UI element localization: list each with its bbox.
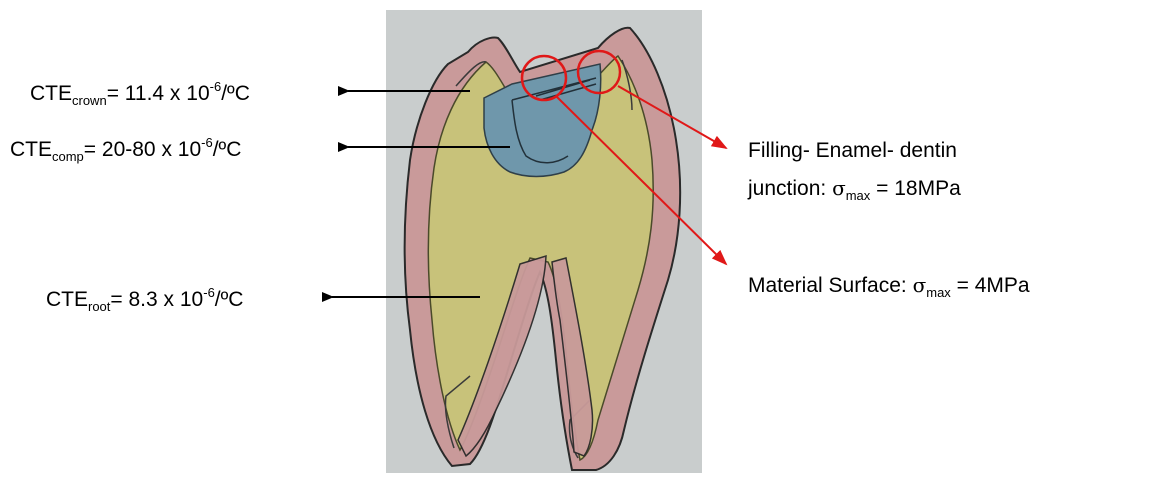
cte-root-label: CTEroot= 8.3 x 10-6/ºC — [46, 286, 243, 313]
surface-annotation: Material Surface: σmax = 4MPa — [748, 275, 1030, 299]
cte-crown-label: CTEcrown= 11.4 x 10-6/ºC — [30, 80, 250, 107]
junction-annotation-line1: Filling- Enamel- dentin — [748, 140, 957, 161]
cte-comp-label: CTEcomp= 20-80 x 10-6/ºC — [10, 136, 241, 163]
junction-annotation-line2: junction: σmax = 18MPa — [748, 178, 961, 202]
